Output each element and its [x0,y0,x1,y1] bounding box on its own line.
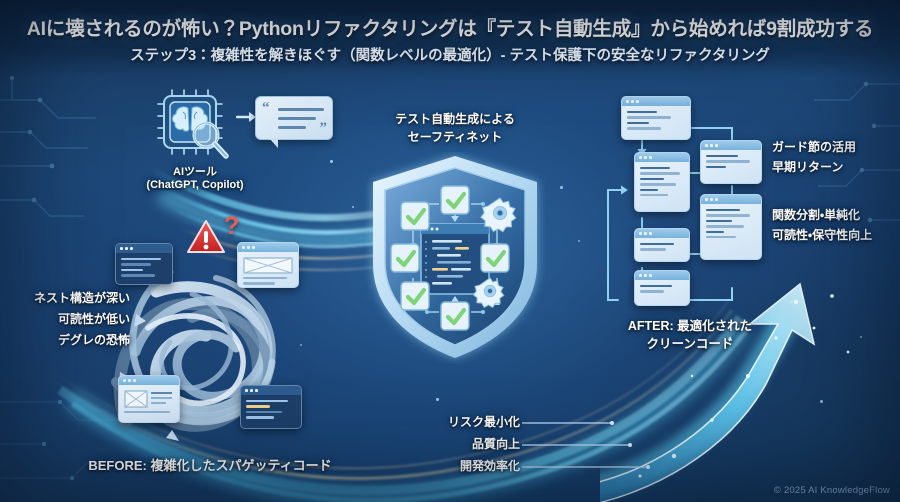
image-placeholder-icon [243,257,293,274]
after-technique-bottom-1: 関数分割・単純化 [772,208,861,222]
check-tiles [390,185,510,331]
gear-icon-bottom [472,277,505,309]
page-subtitle: ステップ3：複雑性を解きほぐす（関数レベルの最適化）- テスト保護下の安全なリフ… [130,48,770,64]
after-panel-6 [634,270,690,306]
sparkle-dot [790,300,793,303]
after-caption-line2: クリーンコード [646,337,734,351]
after-technique-bottom-2: 可読性・保守性向上 [772,228,873,242]
after-technique-top-1: ガード節の活用 [772,140,857,154]
copyright-footer: © 2025 AI KnowledgeFlow [773,485,890,496]
before-doc-window-1 [237,242,299,288]
benefit-connector-lines [522,421,650,469]
before-problem-3: デグレの恐怖 [57,333,130,347]
shield-icon [365,152,545,364]
sparkle-dot [578,240,580,242]
circuit-traces-left [0,76,96,217]
after-panel-5 [634,228,690,262]
safety-net-label-line1: テスト自動生成による [395,112,515,126]
sparkle-dot [860,336,862,338]
before-doc-window-2 [118,375,180,423]
question-mark-icon: ? [224,212,240,240]
before-problem-2: 可読性が低い [57,312,130,326]
sparkle-dot [330,160,333,163]
safety-net-label-line2: セーフティネット [407,130,503,144]
ai-chip-brain-magnifier-icon [156,88,234,162]
before-caption: BEFORE: 複雑化したスパゲッティコード [88,458,332,473]
header-band [0,0,900,78]
after-technique-top-2: 早期リターン [772,160,844,174]
after-panel-3 [700,140,762,184]
benefit-item-3: 開発効率化 [459,459,520,473]
sparkle-dot [560,186,563,189]
sparkle-dot [352,206,354,208]
warning-triangle-icon [186,219,226,255]
ai-tool-label-line2: (ChatGPT, Copilot) [146,179,244,191]
before-code-window-1 [115,243,173,285]
sparkle-dot [436,398,439,401]
before-code-window-2 [240,385,302,429]
benefit-item-1: リスク最小化 [447,415,520,429]
ai-tool-label-line1: AIツール [173,166,217,178]
speech-bubble-icon: “ ” [255,96,333,148]
benefit-item-2: 品質向上 [471,437,520,451]
page-title: AIに壊されるのが怖い？Pythonリファクタリングは『テスト自動生成』から始め… [26,18,874,40]
before-problem-1: ネスト構造が深い [33,291,130,305]
after-caption-line1: AFTER: 最適化された [627,319,753,333]
after-panel-4 [700,194,762,260]
gear-icon-top [480,197,517,233]
after-panel-2 [634,152,690,212]
upward-growth-arrow-icon [600,282,850,502]
sparkle-dot [820,400,823,403]
image-placeholder-icon [124,390,172,408]
after-panel-1 [621,96,691,140]
